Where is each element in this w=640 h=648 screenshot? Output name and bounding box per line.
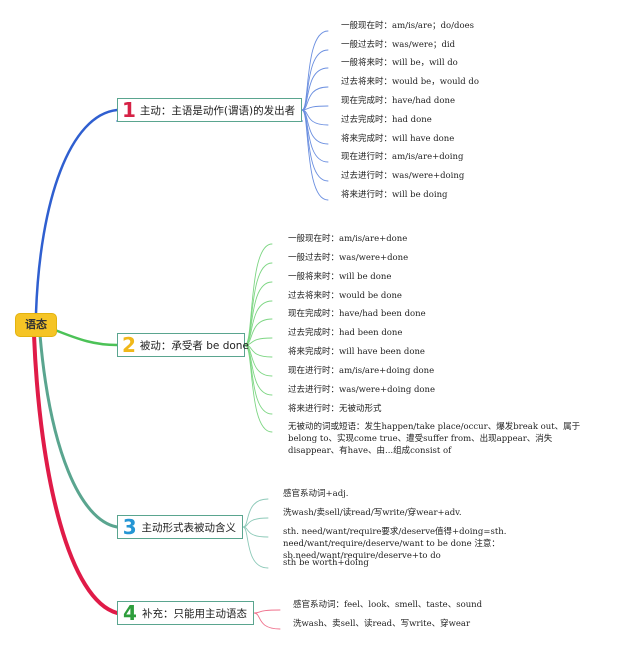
- branch-2-leaf: 现在完成时：have/had been done: [288, 309, 426, 319]
- branch-2-number: 2: [122, 333, 136, 357]
- branch-3-leaf-connector: [242, 517, 269, 528]
- branch-2-leaf-connector: [244, 318, 273, 346]
- branch-4-node[interactable]: 4 补充：只能用主动语态: [117, 601, 254, 625]
- branch-4-leaf-connector: [253, 612, 281, 630]
- branch-3-node[interactable]: 3 主动形式表被动含义: [117, 515, 243, 539]
- branch-1-leaf: 一般过去时：was/were；did: [341, 40, 456, 50]
- branch-1-leaf-connector: [301, 49, 329, 111]
- branch-3-leaf: 感官系动词+adj.: [283, 489, 349, 499]
- branch-2-leaf: 现在进行时：am/is/are+doing done: [288, 366, 435, 376]
- branch-1-node[interactable]: 1 主动：主语是动作(谓语)的发出者: [117, 98, 302, 122]
- branch-1-leaf: 现在完成时：have/had done: [341, 96, 455, 106]
- root-node[interactable]: 语态: [15, 313, 57, 337]
- branch-2-leaf: 过去将来时：would be done: [288, 291, 402, 301]
- branch-1-leaf: 过去进行时：was/were+doing: [341, 171, 465, 181]
- branch-1-leaf: 过去将来时：would be，would do: [341, 77, 479, 87]
- branch-3-leaf: sth be worth+doing: [283, 558, 369, 568]
- branch-3-leaf-connector: [242, 498, 269, 528]
- branch-2-leaf: 一般现在时：am/is/are+done: [288, 234, 408, 244]
- branch-2-leaf-connector: [244, 337, 273, 346]
- branch-3-label: 主动形式表被动含义: [141, 521, 237, 534]
- branch-4-leaf-connector: [253, 609, 281, 614]
- trunk-line-2: [53, 328, 119, 347]
- branch-3-leaf: sth. need/want/require要求/deserve值得+doing…: [283, 527, 507, 561]
- branch-1-leaf: 过去完成时：had done: [341, 115, 432, 125]
- branch-2-leaf: 将来完成时：will have been done: [288, 347, 425, 357]
- branch-3-leaf: 洗wash/卖sell/读read/写write/穿wear+adv.: [283, 508, 462, 518]
- branch-4-leaf: 感官系动词：feel、look、smell、taste、sound: [293, 600, 483, 610]
- branch-1-leaf: 将来完成时：will have done: [341, 134, 455, 144]
- branch-1-label: 主动：主语是动作(谓语)的发出者: [139, 104, 296, 117]
- branch-1-leaf-connector: [301, 109, 329, 201]
- branch-3-leaf-connector: [242, 526, 269, 569]
- branch-4-number: 4: [123, 601, 137, 625]
- branch-2-leaf-connector: [244, 262, 273, 346]
- branch-4-leaf: 洗wash、卖sell、读read、写write、穿wear: [293, 619, 471, 629]
- branch-2-leaf: 一般将来时：will be done: [288, 272, 392, 282]
- branch-2-leaf: 一般过去时：was/were+done: [288, 253, 409, 263]
- branch-1-number: 1: [122, 98, 136, 122]
- branch-2-node[interactable]: 2 被动：承受者 be done: [117, 333, 249, 357]
- branch-4-label: 补充：只能用主动语态: [142, 607, 247, 620]
- branch-2-leaf-no-passive: 无被动的词或短语：发生happen/take place/occur、爆发bre…: [288, 422, 581, 456]
- branch-1-leaf: 一般现在时：am/is/are；do/does: [341, 21, 474, 31]
- trunk-line-3: [38, 333, 119, 529]
- trunk-line-4: [32, 333, 119, 615]
- branch-2-leaf: 过去进行时：was/were+doing done: [288, 385, 436, 395]
- branch-1-leaf-connector: [301, 86, 329, 111]
- branch-1-leaf-connector: [301, 30, 329, 111]
- branch-2-leaf: 过去完成时：had been done: [288, 328, 403, 338]
- branch-1-leaf: 一般将来时：will be，will do: [341, 58, 458, 68]
- branch-2-leaf-connector: [244, 243, 273, 346]
- branch-2-leaf: 将来进行时：无被动形式: [288, 404, 382, 414]
- branch-1-leaf: 将来进行时：will be doing: [341, 190, 448, 200]
- branch-2-leaf-connector: [244, 300, 273, 346]
- branch-1-leaf: 现在进行时：am/is/are+doing: [341, 152, 464, 162]
- branch-1-leaf-connector: [301, 67, 329, 111]
- trunk-line-1: [34, 108, 119, 315]
- branch-2-label: 被动：承受者 be done: [139, 339, 249, 352]
- branch-3-number: 3: [122, 515, 137, 539]
- branch-2-leaf-connector: [244, 344, 273, 433]
